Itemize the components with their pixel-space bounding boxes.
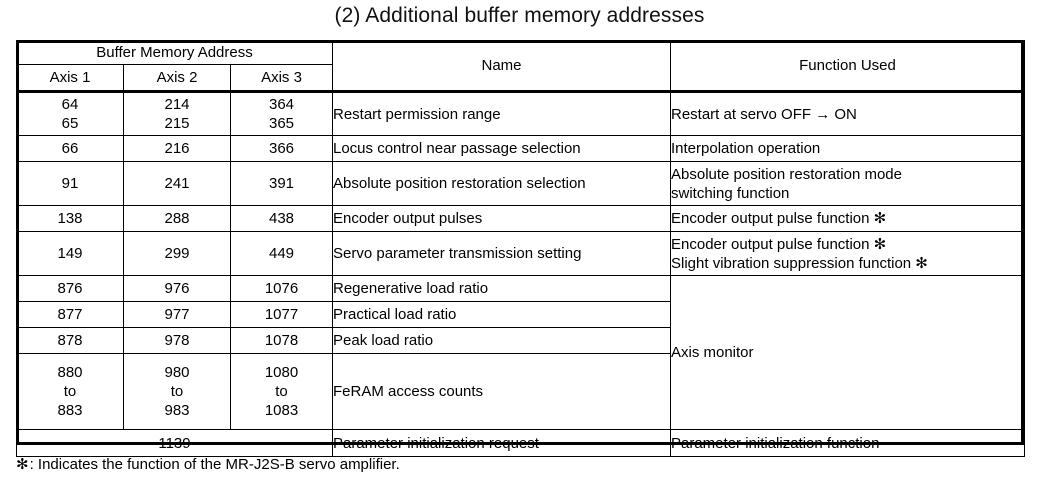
table-row: 149 299 449 Servo parameter transmission… [16, 231, 1025, 276]
table-header: Buffer Memory Address Name Function Used… [16, 40, 1025, 93]
footnote-text: : Indicates the function of the MR-J2S-B… [29, 456, 400, 473]
cell-axis3: 1080 to 1083 [230, 353, 333, 430]
buffer-memory-table-wrapper: Buffer Memory Address Name Function Used… [16, 40, 1025, 457]
cell-name: Absolute position restoration selection [332, 161, 671, 206]
cell-axis3: 364 365 [230, 91, 333, 136]
cell-axis1: 877 [16, 301, 124, 328]
cell-name: FeRAM access counts [332, 353, 671, 430]
cell-axis3: 1078 [230, 327, 333, 354]
cell-function: Encoder output pulse function ✻ Slight v… [670, 231, 1025, 276]
header-function-used: Function Used [670, 40, 1025, 93]
cell-axis1: 91 [16, 161, 124, 206]
cell-axis2: 978 [123, 327, 231, 354]
cell-function: Absolute position restoration mode switc… [670, 161, 1025, 206]
cell-axis2: 977 [123, 301, 231, 328]
cell-axis2: 216 [123, 135, 231, 162]
cell-function-axis-monitor: Axis monitor [670, 275, 1025, 430]
table-body: 64 65 214 215 364 365 Restart permission… [16, 91, 1025, 457]
cell-axis1: 66 [16, 135, 124, 162]
cell-axis2: 299 [123, 231, 231, 276]
footnote: ✻: Indicates the function of the MR-J2S-… [16, 455, 400, 475]
cell-axis2: 288 [123, 205, 231, 232]
cell-name: Practical load ratio [332, 301, 671, 328]
cell-axis1: 880 to 883 [16, 353, 124, 430]
cell-name: Peak load ratio [332, 327, 671, 354]
cell-axis2: 241 [123, 161, 231, 206]
table-row: 64 65 214 215 364 365 Restart permission… [16, 91, 1025, 136]
table-row: 91 241 391 Absolute position restoration… [16, 161, 1025, 206]
cell-name: Encoder output pulses [332, 205, 671, 232]
cell-axis1: 878 [16, 327, 124, 354]
cell-function: Interpolation operation [670, 135, 1025, 162]
table-row: 877 977 1077 Practical load ratio [16, 301, 1025, 328]
cell-function: Parameter initialization function [670, 429, 1025, 457]
table-row: 876 976 1076 Regenerative load ratio Axi… [16, 275, 1025, 430]
header-axis-3: Axis 3 [230, 64, 333, 93]
cell-axis3: 438 [230, 205, 333, 232]
cell-axis3: 1077 [230, 301, 333, 328]
cell-axis2: 980 to 983 [123, 353, 231, 430]
header-axis-1: Axis 1 [16, 64, 124, 93]
table-row: 138 288 438 Encoder output pulses Encode… [16, 205, 1025, 232]
cell-axis1: 149 [16, 231, 124, 276]
cell-axis2: 214 215 [123, 91, 231, 136]
cell-function: Restart at servo OFF → ON [670, 91, 1025, 136]
page-title: (2) Additional buffer memory addresses [334, 4, 705, 27]
header-name: Name [332, 40, 671, 93]
header-axis-2: Axis 2 [123, 64, 231, 93]
cell-axis1: 64 65 [16, 91, 124, 136]
cell-name: Parameter initialization request [332, 429, 671, 457]
table-row: 66 216 366 Locus control near passage se… [16, 135, 1025, 162]
cell-axis3: 366 [230, 135, 333, 162]
buffer-memory-address-table: Buffer Memory Address Name Function Used… [16, 40, 1025, 457]
cell-axis3: 449 [230, 231, 333, 276]
cell-name: Regenerative load ratio [332, 275, 671, 302]
table-row: 1139 Parameter initialization request Pa… [16, 429, 1025, 457]
cell-function: Encoder output pulse function ✻ [670, 205, 1025, 232]
table-row: 880 to 883 980 to 983 1080 to 1083 FeRAM… [16, 353, 1025, 430]
header-row-group: Buffer Memory Address Name Function Used [16, 40, 1025, 93]
header-buffer-memory-address: Buffer Memory Address [16, 40, 333, 65]
cell-name: Servo parameter transmission setting [332, 231, 671, 276]
cell-name: Restart permission range [332, 91, 671, 136]
cell-axis3: 1076 [230, 275, 333, 302]
cell-name: Locus control near passage selection [332, 135, 671, 162]
cell-axis2: 976 [123, 275, 231, 302]
asterisk-icon: ✻ [16, 455, 29, 473]
cell-axis1: 876 [16, 275, 124, 302]
cell-axis1: 138 [16, 205, 124, 232]
cell-axis-all: 1139 [16, 429, 333, 457]
table-row: 878 978 1078 Peak load ratio [16, 327, 1025, 354]
cell-axis3: 391 [230, 161, 333, 206]
header-row-axes: Axis 1 Axis 2 Axis 3 [16, 64, 1025, 93]
